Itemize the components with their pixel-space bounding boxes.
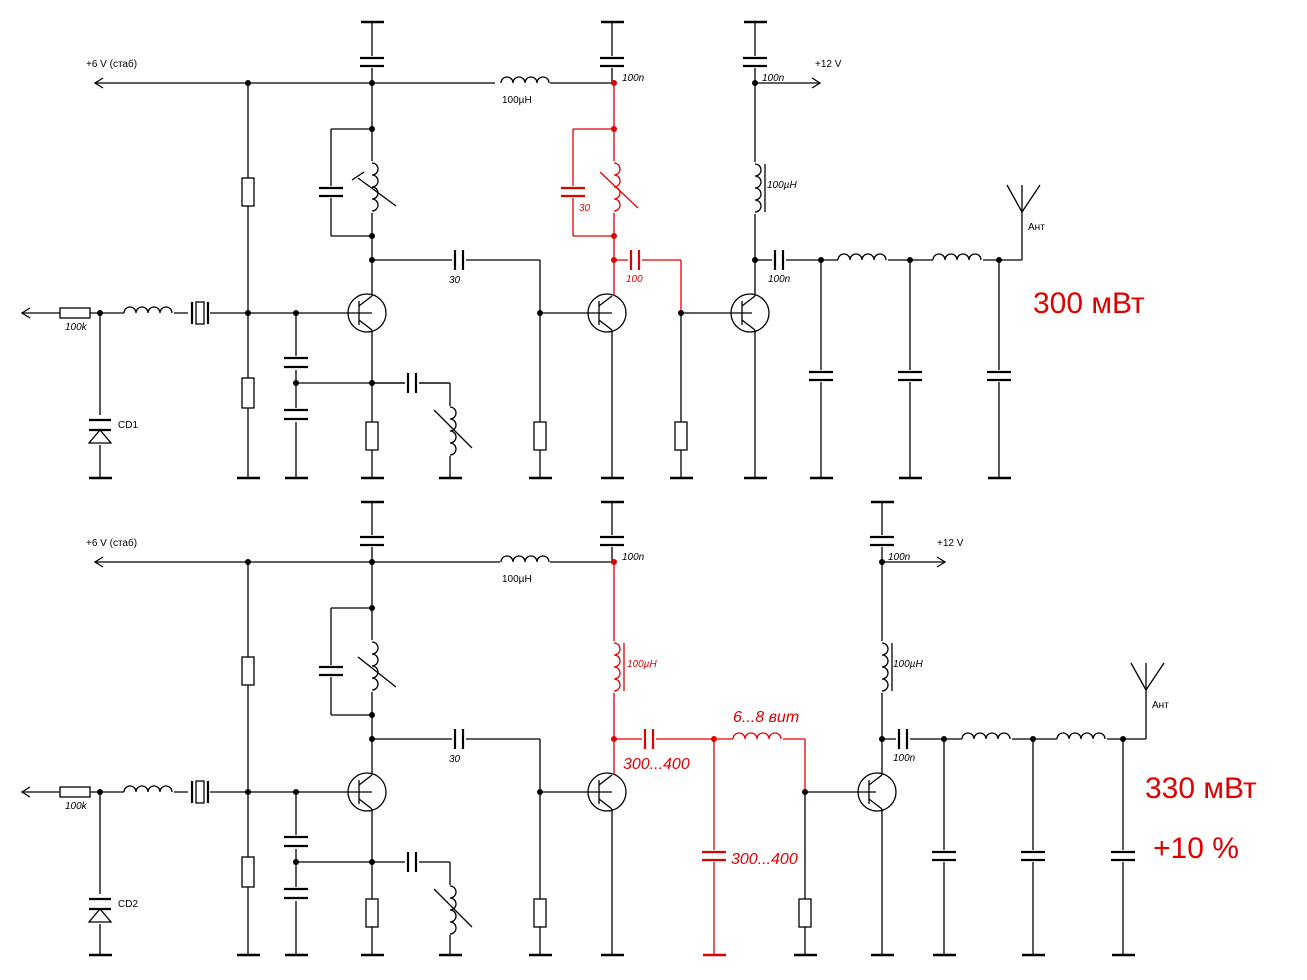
label-l100uh: 100µH [767, 180, 797, 191]
bottom-circuit: +6 V (стаб) +12 V 100µH 100n 100n 100µH … [20, 500, 1257, 957]
label-r100k: 100k [65, 322, 88, 333]
label-r100k: 100k [65, 801, 88, 812]
gain-label: +10 % [1153, 832, 1239, 865]
label-c100n: 100n [762, 73, 785, 84]
label-l100uh: 100µH [502, 95, 532, 106]
label-c100n: 100n [768, 274, 791, 285]
label-c100n: 100n [893, 753, 916, 764]
label-ant: Ант [1152, 700, 1169, 711]
label-c30-red: 30 [579, 203, 591, 214]
junction-dots [97, 559, 1126, 865]
label-l100uh-red: 100µH [627, 659, 657, 670]
label-v6: +6 V (стаб) [86, 537, 137, 549]
label-c30: 30 [449, 275, 461, 286]
label-cd: CD1 [118, 420, 138, 431]
label-c100n: 100n [622, 552, 645, 563]
label-c100n: 100n [622, 73, 645, 84]
label-v12: +12 V [815, 59, 842, 70]
label-turns: 6...8 вит [733, 709, 799, 726]
power-label: 330 мВт [1145, 772, 1257, 805]
junction-dots [97, 80, 1002, 386]
label-c300-400: 300...400 [731, 851, 798, 868]
label-v12: +12 V [937, 538, 964, 549]
label-ant: Ант [1028, 222, 1045, 233]
label-c100n: 100n [888, 552, 911, 563]
top-circuit: +6 V (стаб) +12 V 100µH 100n 100n 100µH … [20, 20, 1145, 480]
power-label: 300 мВт [1033, 287, 1145, 320]
resistor [241, 177, 255, 207]
label-c300-400: 300...400 [623, 756, 690, 773]
label-cd: CD2 [118, 899, 138, 910]
label-l100uh: 100µH [893, 659, 923, 670]
label-c100-red: 100 [626, 274, 643, 285]
resistor [241, 377, 255, 409]
label-c30: 30 [449, 754, 461, 765]
label-l100uh: 100µH [502, 574, 532, 585]
label-v6: +6 V (стаб) [86, 58, 137, 70]
